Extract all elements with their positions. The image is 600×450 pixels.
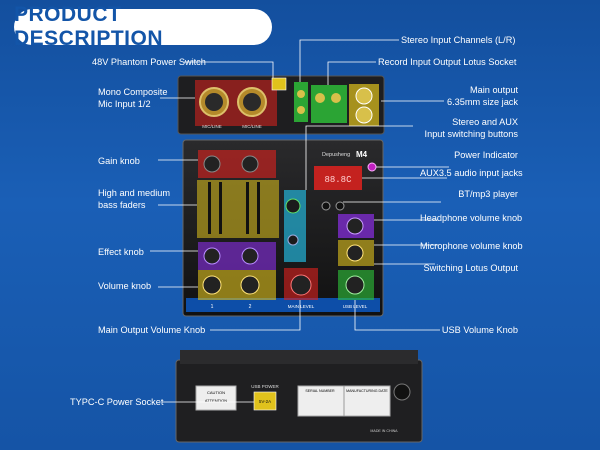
label-phantom: 48V Phantom Power Switch	[92, 57, 206, 67]
svg-text:MIC/LINE: MIC/LINE	[202, 124, 222, 129]
label-volume: Volume knob	[98, 281, 152, 291]
svg-text:CAUTION: CAUTION	[207, 390, 225, 395]
bottom-strip	[186, 298, 380, 312]
svg-text:USB POWER: USB POWER	[251, 384, 279, 389]
svg-text:MADE IN CHINA: MADE IN CHINA	[370, 429, 398, 433]
record-rca-highlight	[311, 85, 347, 123]
label-mic-input-2: Mic Input 1/2	[98, 99, 151, 109]
vent	[393, 383, 411, 401]
label-usb-volume: USB Volume Knob	[441, 325, 518, 335]
svg-text:2: 2	[249, 304, 252, 310]
title-banner: PRODUCT DESCRIPTION	[14, 3, 272, 50]
label-switching-lotus: Switching Lotus Output	[423, 263, 518, 273]
svg-text:MANUFACTURING DATE: MANUFACTURING DATE	[346, 389, 388, 393]
svg-text:SERIAL NUMBER: SERIAL NUMBER	[305, 389, 335, 393]
svg-text:MAIN LEVEL: MAIN LEVEL	[288, 304, 315, 309]
label-stereo-aux-2: Input switching buttons	[424, 129, 518, 139]
svg-text:5V-2A: 5V-2A	[259, 399, 271, 404]
stereo-input-highlight	[294, 82, 308, 122]
label-main-volume: Main Output Volume Knob	[98, 325, 206, 335]
label-gain: Gain knob	[98, 156, 140, 166]
label-mic-input-1: Mono Composite	[98, 87, 168, 97]
xlr-jack-1	[199, 87, 229, 117]
label-main-out-1: Main output	[469, 85, 518, 95]
bt-player-highlight	[314, 166, 362, 190]
label-typec: TYPC-C Power Socket	[70, 397, 164, 407]
caution-sticker	[195, 385, 237, 411]
svg-text:ATTENTION: ATTENTION	[205, 398, 227, 403]
page-title: PRODUCT DESCRIPTION	[14, 3, 164, 50]
label-faders-1: High and medium	[98, 188, 171, 198]
label-faders-2: bass faders	[98, 200, 146, 210]
brand-logo: Depusheng	[322, 152, 350, 158]
model-name: M4	[356, 150, 368, 159]
typec-socket	[253, 391, 277, 411]
label-aux35: AUX3.5 audio input jacks	[420, 168, 523, 178]
label-stereo-input: Stereo Input Channels (L/R)	[401, 35, 516, 45]
label-effect: Effect knob	[98, 247, 144, 257]
label-power-indicator: Power Indicator	[454, 150, 518, 160]
label-bt-player: BT/mp3 player	[458, 189, 518, 199]
label-record-output: Record Input Output Lotus Socket	[378, 57, 517, 67]
xlr-jack-2	[237, 87, 267, 117]
svg-text:MIC/LINE: MIC/LINE	[242, 124, 262, 129]
label-headphone: Headphone volume knob	[420, 213, 523, 223]
svg-text:1: 1	[211, 304, 214, 310]
display-readout: 88.8C	[324, 175, 352, 185]
phantom-switch	[271, 77, 287, 91]
label-main-out-2: 6.35mm size jack	[447, 97, 518, 107]
label-stereo-aux-1: Stereo and AUX	[452, 117, 518, 127]
label-mic-volume: Microphone volume knob	[420, 241, 523, 251]
